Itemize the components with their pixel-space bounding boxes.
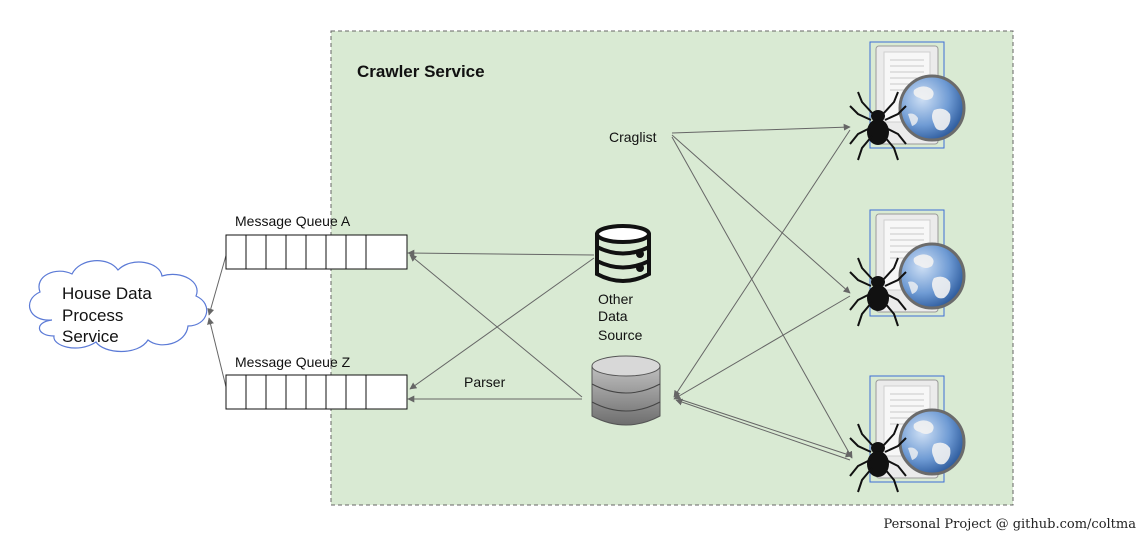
other-source-line2: Data <box>598 308 628 324</box>
message-queue-z-label: Message Queue Z <box>235 354 351 370</box>
other-source-line1: Other <box>598 291 633 307</box>
queue-to-cloud-connectors <box>207 251 228 392</box>
message-queue-a-label: Message Queue A <box>235 213 351 229</box>
database-server-icon <box>591 355 661 426</box>
footer-credit: Personal Project @ github.com/coltma <box>883 517 1136 532</box>
globe-icon <box>898 74 966 142</box>
message-queue-z <box>225 374 408 410</box>
source-to-queue-arrows <box>407 249 595 403</box>
cloud-label-line2: Process <box>62 306 123 325</box>
crawler-service-title: Crawler Service <box>357 62 485 81</box>
cloud-label-line1: House Data <box>62 284 152 303</box>
message-queue-a <box>225 234 408 270</box>
crawler-to-database-arrows <box>673 129 853 461</box>
craglist-to-crawler-arrows <box>671 123 853 459</box>
database-icon <box>595 224 651 283</box>
house-data-process-service-cloud: House Data Process Service <box>29 260 208 352</box>
cloud-label-line3: Service <box>62 327 119 346</box>
globe-icon <box>898 408 966 476</box>
parser-label: Parser <box>464 374 506 390</box>
other-source-line3: Source <box>598 327 643 343</box>
globe-icon <box>898 242 966 310</box>
craglist-label: Craglist <box>609 129 657 145</box>
